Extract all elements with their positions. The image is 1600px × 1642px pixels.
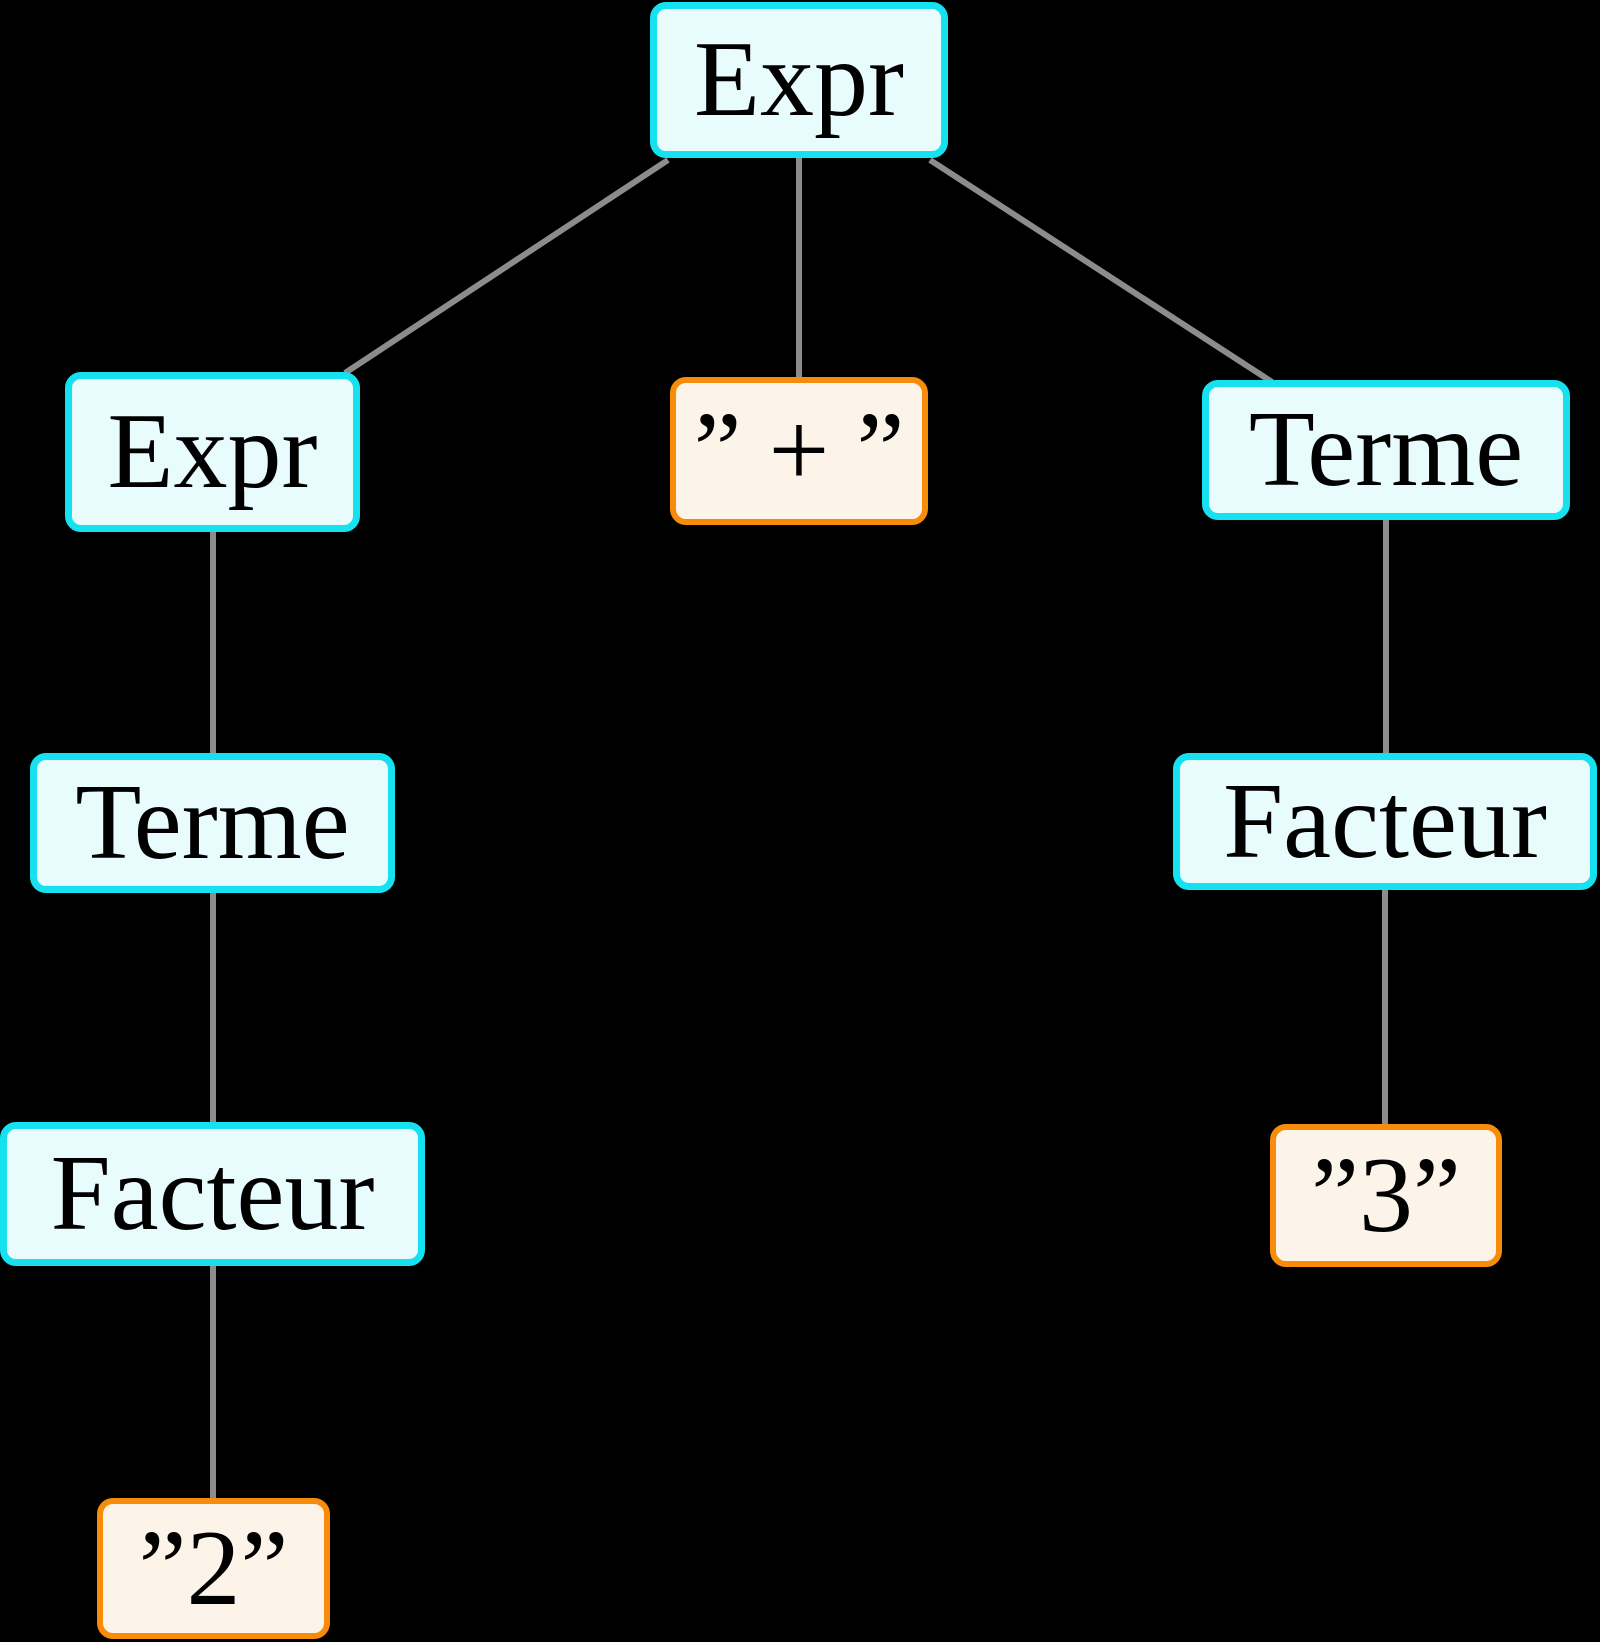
node-right-terme: Terme: [1202, 380, 1570, 520]
node-root-expr: Expr: [650, 2, 948, 158]
node-terminal-plus: ” + ”: [670, 377, 928, 525]
node-right-facteur: Facteur: [1173, 753, 1597, 890]
edge-root-to-left-expr: [343, 157, 670, 376]
node-terminal-three: ”3”: [1270, 1124, 1502, 1267]
edge-root-to-right-terme: [928, 157, 1274, 385]
node-left-expr: Expr: [65, 372, 360, 532]
node-terminal-two: ”2”: [97, 1498, 330, 1639]
node-left-terme: Terme: [30, 753, 395, 893]
node-left-facteur: Facteur: [0, 1122, 425, 1266]
